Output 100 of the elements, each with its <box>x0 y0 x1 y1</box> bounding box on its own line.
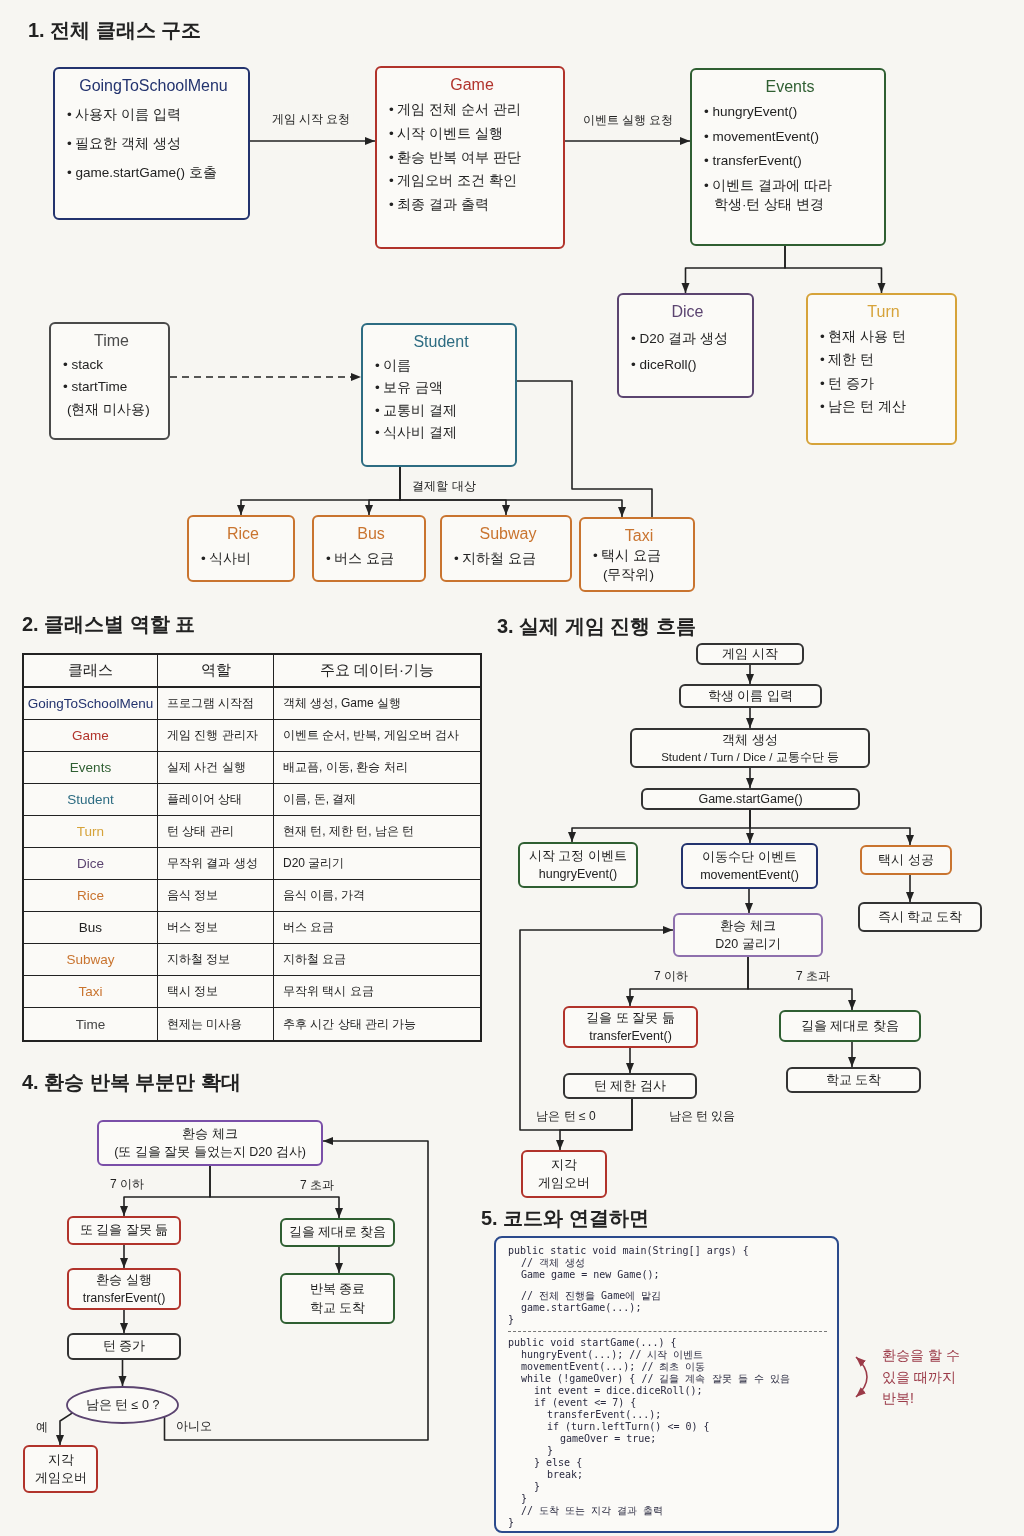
step-text: movementEvent() <box>700 867 799 884</box>
step-text: 반복 종료 <box>309 1281 366 1299</box>
table-cell: Time <box>24 1008 158 1040</box>
table-cell: 실제 사건 실행 <box>158 752 274 784</box>
step-text: 시작 고정 이벤트 <box>529 847 627 865</box>
member-item: • 최종 결과 출력 <box>389 196 489 215</box>
table-cell: 버스 정보 <box>158 912 274 944</box>
arrow <box>56 1412 74 1446</box>
step-text: 게임 시작 <box>722 645 778 663</box>
arrow <box>249 137 376 145</box>
table-cell: 택시 정보 <box>158 976 274 1008</box>
process-box <box>696 643 804 665</box>
arrow <box>335 1246 343 1274</box>
code-line: movementEvent(...); // 최초 이동 <box>521 1361 706 1373</box>
table-cell: 플레이어 상태 <box>158 784 274 816</box>
code-line: } <box>534 1481 541 1493</box>
edge-label: 7 초과 <box>793 968 833 984</box>
arrow <box>745 888 753 914</box>
arrow <box>120 1309 128 1334</box>
member-item: • 택시 요금 (무작위) <box>593 546 663 584</box>
member-item: • movementEvent() <box>704 127 820 146</box>
code-line: break; <box>547 1469 584 1481</box>
member-item: • 지하철 요금 <box>454 549 537 568</box>
arrow <box>784 245 886 294</box>
process-box <box>786 1067 921 1093</box>
table-cell: 음식 이름, 가격 <box>274 880 480 912</box>
arrow <box>564 137 691 145</box>
code-line: public void startGame(...) { <box>508 1337 677 1349</box>
step-text: 턴 제한 검사 <box>594 1077 666 1095</box>
table-cell: 무작위 택시 요금 <box>274 976 480 1008</box>
code-line: gameOver = true; <box>560 1433 657 1445</box>
step-text: 즉시 학교 도착 <box>877 908 963 926</box>
code-box <box>494 1236 839 1533</box>
column-header: 클래스 <box>24 655 158 688</box>
arrow <box>746 707 754 729</box>
code-line: // 객체 생성 <box>521 1257 586 1269</box>
class-name: Dice <box>671 302 704 322</box>
member-item: • game.startGame() 호출 <box>67 163 217 182</box>
table-cell: Events <box>24 752 158 784</box>
step-text: 게임오버 <box>538 1175 590 1192</box>
arrow <box>519 926 674 1131</box>
table-cell: 무작위 결과 생성 <box>158 848 274 880</box>
code-line: } <box>521 1493 528 1505</box>
decision-ellipse <box>66 1386 179 1424</box>
arrow <box>747 956 856 1011</box>
column-header: 주요 데이터·기능 <box>274 655 480 688</box>
code-line: game.startGame(...); <box>521 1302 642 1314</box>
class-box <box>375 66 565 249</box>
code-line: } <box>508 1517 515 1529</box>
process-box <box>521 1150 607 1198</box>
process-box <box>679 684 822 708</box>
arrow <box>163 1137 429 1441</box>
step-text: 택시 성공 <box>878 851 934 869</box>
code-line: } <box>508 1314 515 1326</box>
step-text: hungryEvent() <box>538 866 618 883</box>
process-box <box>563 1006 698 1048</box>
table-cell: 지하철 요금 <box>274 944 480 976</box>
step-text: Game.startGame() <box>698 790 803 808</box>
code-line: // 전체 진행을 Game에 맡김 <box>521 1290 662 1302</box>
condition-text: 남은 턴 ≤ 0 ? <box>85 1396 160 1414</box>
step-text: transferEvent() <box>589 1028 672 1045</box>
step-text: 객체 생성 <box>722 731 778 749</box>
table-cell-text: 추후 시간 상태 관리 가능 <box>282 1015 418 1033</box>
section-heading: 1. 전체 클래스 구조 <box>28 18 202 43</box>
class-name: Turn <box>867 302 900 322</box>
process-box <box>681 843 818 889</box>
process-box <box>67 1333 181 1360</box>
class-name: Rice <box>227 524 259 544</box>
step-text: 학교 도착 <box>309 1299 366 1317</box>
step-text: 또 길을 잘못 듦 <box>79 1222 169 1240</box>
class-box <box>806 293 957 445</box>
step-text: 지각 <box>47 1451 74 1469</box>
edge-label: 7 이하 <box>107 1176 147 1192</box>
code-line: if (turn.leftTurn() <= 0) { <box>547 1421 710 1433</box>
step-text: 학교 도착 <box>825 1071 882 1089</box>
process-box <box>67 1268 181 1310</box>
process-box <box>67 1216 181 1245</box>
table-cell: 게임 진행 관리자 <box>158 720 274 752</box>
arrow <box>746 664 754 685</box>
member-item: • 필요한 객체 생성 <box>67 135 181 153</box>
code-line: } <box>547 1445 554 1457</box>
member-item: • 보유 금액 <box>375 379 444 398</box>
arrow <box>906 874 914 903</box>
step-text: D20 굴리기 <box>715 936 781 953</box>
step-text: 길을 제대로 찾음 <box>801 1017 899 1035</box>
arrow <box>209 1165 343 1219</box>
arrow <box>626 1047 634 1074</box>
class-name: Student <box>413 332 469 352</box>
process-box <box>860 845 952 875</box>
class-box <box>579 517 695 592</box>
arrow <box>749 809 914 846</box>
class-box <box>617 293 754 398</box>
step-text: (또 길을 잘못 들었는지 D20 검사) <box>114 1144 306 1161</box>
table-cell: Bus <box>24 912 158 944</box>
member-item: • 남은 턴 계산 <box>820 398 906 417</box>
step-text: 환승 체크 <box>720 917 776 935</box>
member-item: • 이벤트 결과에 따라 학생·턴 상태 변경 <box>704 176 833 214</box>
table-cell: 이벤트 순서, 반복, 게임오버 검사 <box>274 720 480 752</box>
member-item: • 현재 사용 턴 <box>820 327 906 346</box>
table-cell: 객체 생성, Game 실행 <box>274 688 480 720</box>
